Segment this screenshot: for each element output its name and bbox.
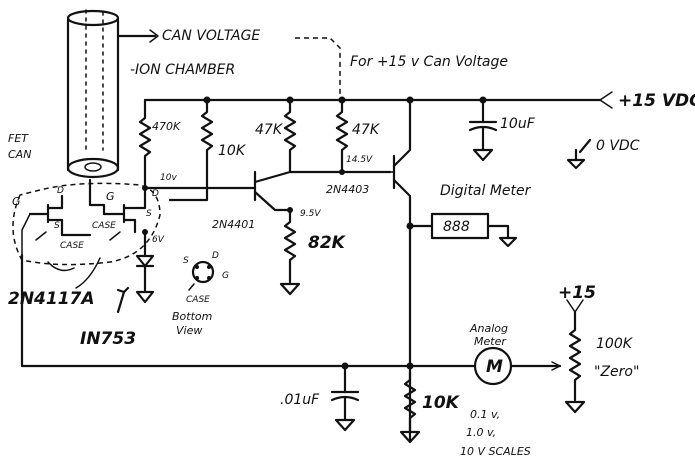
label-g2: G — [106, 190, 115, 203]
label-analog: Analog — [469, 322, 508, 335]
resistor-82k — [283, 208, 297, 284]
resistor-10k-a — [168, 98, 214, 202]
label-plus15: +15 — [558, 283, 596, 303]
label-zero-vdc: 0 VDC — [596, 138, 640, 154]
digital-meter-ground-wire — [486, 224, 510, 240]
fet-can-outline — [12, 182, 161, 266]
label-meter-display: 888 — [443, 219, 470, 235]
label-case2: CASE — [92, 221, 116, 231]
label-10uf: 10uF — [500, 116, 536, 132]
label-14v5: 14.5V — [346, 155, 373, 165]
label-9v5: 9.5V — [300, 209, 321, 219]
bottom-rail — [20, 253, 477, 368]
resistor-47k-b — [335, 98, 349, 174]
arrow-zener — [116, 290, 126, 314]
label-470k: 470K — [152, 120, 181, 133]
label-digital-meter: Digital Meter — [440, 183, 532, 199]
label-10v: 10v — [160, 173, 177, 183]
label-47k-a: 47K — [255, 122, 284, 138]
label-in753: IN753 — [80, 329, 136, 349]
label-2n4117a: 2N4117A — [8, 289, 95, 309]
label-10k-b: 10K — [422, 393, 461, 413]
arrow-zener-head — [116, 286, 130, 294]
label-pin-g: G — [222, 271, 229, 281]
label-2n4401: 2N4401 — [212, 218, 255, 231]
label-pin-d: D — [212, 251, 219, 261]
ground-10k-b — [399, 430, 421, 444]
label-g1: G — [12, 195, 21, 208]
can-voltage-dashed-link — [295, 37, 341, 98]
pot-100k — [568, 310, 582, 402]
can-voltage-terminal — [149, 29, 159, 43]
ion-chamber — [66, 9, 120, 179]
label-can: CAN — [8, 148, 31, 161]
cap-01uf — [330, 364, 360, 432]
label-d2: D — [152, 189, 159, 199]
label-ion-chamber: -ION CHAMBER — [130, 62, 235, 78]
resistor-470k — [138, 98, 152, 192]
resistor-10k-b — [403, 370, 417, 434]
label-pin-s: S — [183, 256, 189, 266]
label-fet: FET — [8, 132, 29, 145]
label-view: View — [176, 324, 202, 337]
digital-meter-ground — [498, 236, 518, 248]
label-pin-case: CASE — [186, 295, 210, 305]
resistor-47k-a — [283, 98, 297, 174]
label-meter: Meter — [474, 335, 507, 348]
zener-in753 — [135, 230, 155, 304]
label-scale1: 0.1 v, — [470, 408, 500, 421]
label-zero: "Zero" — [594, 364, 639, 380]
label-bottom: Bottom — [172, 310, 212, 323]
label-10k-a: 10K — [218, 143, 247, 159]
transistor-2n4403 — [389, 98, 412, 442]
label-case1: CASE — [60, 241, 84, 251]
fet-bottom-view — [188, 260, 215, 291]
fet-pair-2n4117a — [21, 178, 147, 256]
label-6v: 6V — [152, 235, 165, 245]
arrow-fet2 — [75, 257, 101, 289]
plus15-terminal — [599, 91, 613, 109]
ground-82k — [279, 282, 301, 296]
ground-pot — [564, 400, 586, 414]
label-meter-m: M — [486, 357, 503, 377]
label-82k: 82K — [308, 233, 347, 253]
plus15-pot-terminal — [566, 299, 584, 313]
label-100k: 100K — [596, 336, 634, 352]
label-for-15v: For +15 v Can Voltage — [350, 54, 508, 70]
label-d1: D — [57, 186, 64, 196]
arrow-fet1 — [47, 261, 75, 272]
label-01uf: .01uF — [280, 392, 320, 408]
zero-vdc-ground — [566, 138, 592, 170]
wiper-arrow — [551, 361, 561, 371]
label-plus15vdc: +15 VDC — [618, 91, 695, 111]
transistor-2n4401 — [247, 170, 292, 212]
label-2n4403: 2N4403 — [326, 183, 369, 196]
label-s1: S — [54, 221, 60, 231]
cap-10uf — [468, 98, 498, 162]
label-s2: S — [146, 209, 152, 219]
label-scale2: 1.0 v, — [466, 426, 496, 439]
label-scale3: 10 V SCALES — [460, 445, 531, 458]
label-can-voltage: CAN VOLTAGE — [162, 28, 260, 44]
label-47k-b: 47K — [352, 122, 381, 138]
